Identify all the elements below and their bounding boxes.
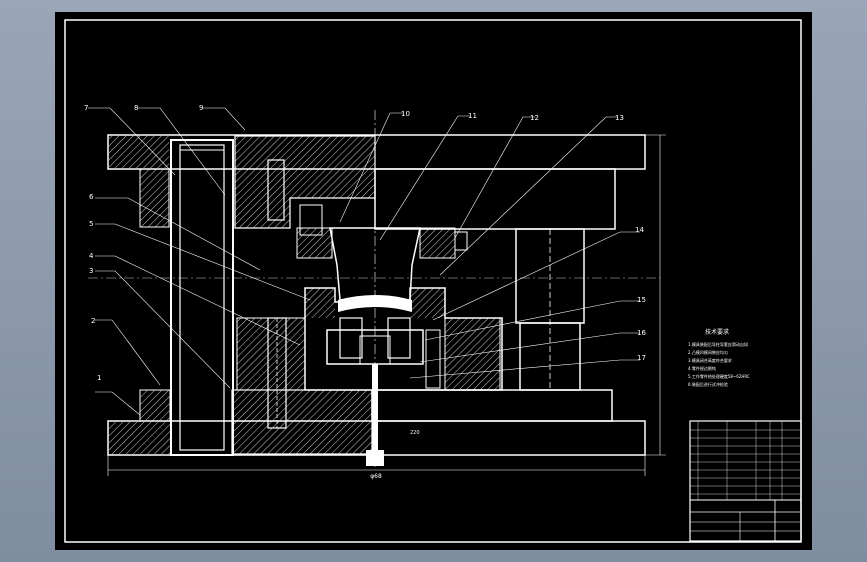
cad-viewport[interactable]: φ68 220 1 2 3 4 5 6 7 8 9 10 11 12 bbox=[55, 12, 812, 550]
part-label-3: 3 bbox=[89, 267, 93, 275]
part-label-9: 9 bbox=[199, 104, 203, 112]
part-label-14: 14 bbox=[635, 226, 644, 234]
tech-req-line-3: 3.模具闭合高度符合要求 bbox=[688, 357, 732, 363]
tech-req-line-1: 1.模具装配后导柱导套应滑动自如 bbox=[688, 341, 748, 347]
bottom-dim-label: 220 bbox=[410, 430, 420, 436]
part-label-17: 17 bbox=[637, 354, 646, 362]
overall-width-label: φ68 bbox=[370, 473, 382, 480]
tech-req-line-5: 5.工作零件热处理硬度58~62HRC bbox=[688, 373, 750, 379]
upper-plate bbox=[374, 168, 616, 230]
part-label-5: 5 bbox=[89, 220, 93, 228]
tech-req-line-6: 6.装配后进行试冲检验 bbox=[688, 381, 728, 387]
part-label-13: 13 bbox=[615, 114, 624, 122]
part-label-15: 15 bbox=[637, 296, 646, 304]
part-label-8: 8 bbox=[134, 104, 138, 112]
part-label-11: 11 bbox=[468, 112, 477, 120]
die-assembly-drawing: φ68 220 1 2 3 4 5 6 7 8 9 10 11 12 bbox=[64, 19, 802, 543]
lower-plate bbox=[371, 389, 613, 422]
tech-req-line-2: 2.凸模凹模间隙应均匀 bbox=[688, 349, 728, 355]
screw-upper bbox=[267, 159, 285, 221]
part-label-1: 1 bbox=[97, 374, 101, 382]
part-label-12: 12 bbox=[530, 114, 539, 122]
knockout-rod bbox=[372, 364, 378, 464]
part-label-16: 16 bbox=[637, 329, 646, 337]
tech-req-title: 技术要求 bbox=[705, 328, 729, 336]
part-label-2: 2 bbox=[91, 317, 95, 325]
part-label-6: 6 bbox=[89, 193, 94, 201]
title-block bbox=[689, 420, 802, 542]
technical-requirements: 技术要求 1.模具装配后导柱导套应滑动自如 2.凸模凹模间隙应均匀 3.模具闭合… bbox=[688, 328, 750, 387]
drawing-border bbox=[64, 19, 802, 543]
tech-req-line-4: 4.零件锐边倒钝 bbox=[688, 365, 716, 371]
part-label-7: 7 bbox=[84, 104, 88, 112]
part-label-4: 4 bbox=[89, 252, 94, 260]
part-label-10: 10 bbox=[401, 110, 410, 118]
guide-post bbox=[170, 139, 234, 456]
